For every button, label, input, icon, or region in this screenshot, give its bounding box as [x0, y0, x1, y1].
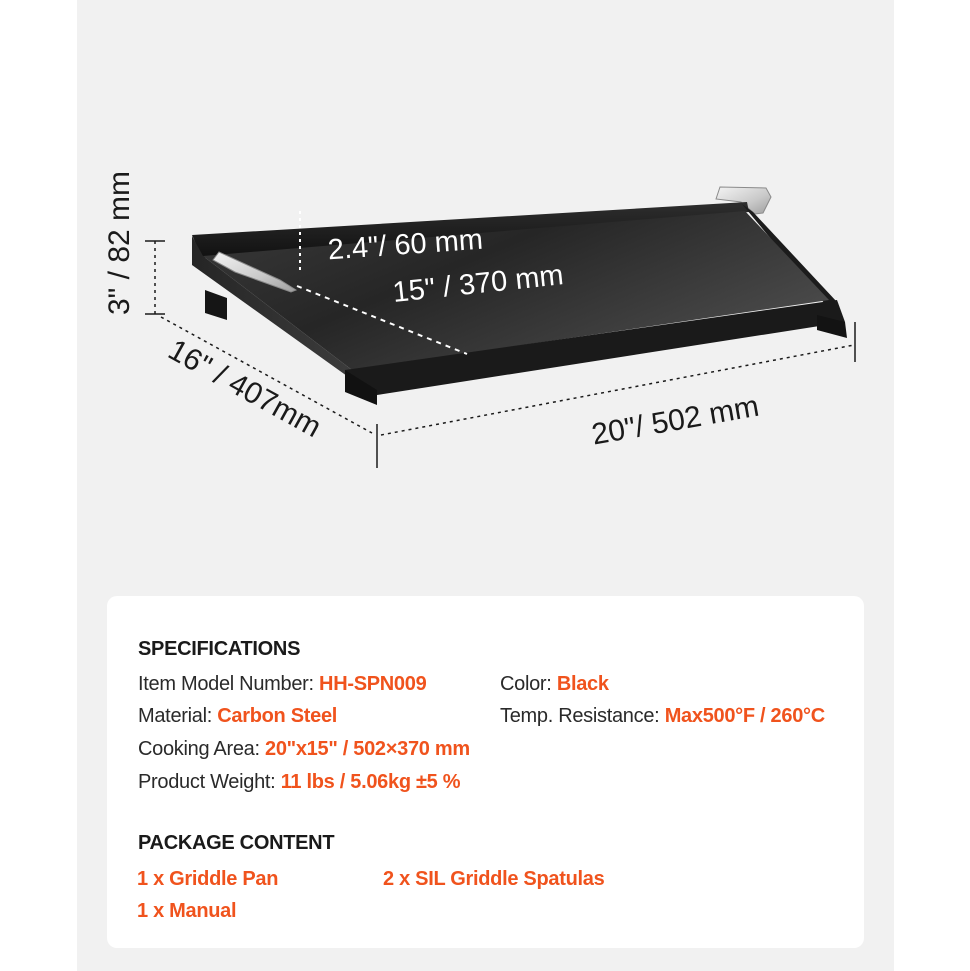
spec-product-weight: Product Weight: 11 lbs / 5.06kg ±5 % [138, 771, 461, 794]
depth-dimension-label: 16" / 407mm [163, 333, 327, 444]
width-dimension-label: 20"/ 502 mm [589, 390, 761, 452]
right-wall [742, 204, 837, 304]
package-content-heading: PACKAGE CONTENT [138, 832, 335, 854]
spec-label: Item Model Number: [138, 673, 314, 695]
spec-value: Black [556, 673, 609, 695]
height-dimension-label: 3" / 82 mm [103, 171, 136, 315]
package-item-manual: 1 x Manual [137, 900, 237, 922]
spec-label: Product Weight: [138, 771, 276, 793]
cooking-surface [203, 211, 829, 370]
spec-label: Temp. Resistance: [500, 705, 660, 727]
spec-value: HH-SPN009 [319, 673, 427, 695]
spec-value: 20"x15" / 502×370 mm [265, 738, 470, 760]
package-item-griddle-pan: 1 x Griddle Pan [137, 868, 279, 890]
left-wall [192, 236, 352, 376]
package-item-spatulas: 2 x SIL Griddle Spatulas [383, 868, 605, 890]
spec-color: Color: Black [500, 673, 609, 696]
spec-value: Carbon Steel [217, 705, 338, 727]
spec-value: 11 lbs / 5.06kg ±5 % [280, 771, 461, 793]
front-leg [345, 370, 377, 405]
left-handle [212, 251, 298, 293]
spec-temp-resistance: Temp. Resistance: Max500°F / 260°C [500, 705, 825, 728]
front-lip [345, 300, 845, 395]
specification-card: SPECIFICATIONS Item Model Number: HH-SPN… [107, 596, 864, 948]
spec-cooking-area: Cooking Area: 20"x15" / 502×370 mm [138, 738, 470, 761]
back-leg [205, 290, 227, 320]
specifications-heading: SPECIFICATIONS [138, 638, 301, 660]
spec-label: Material: [138, 705, 212, 727]
griddle-dimension-diagram: 3" / 82 mm 16" / 407mm 20"/ 502 mm 15" /… [103, 171, 856, 468]
spec-label: Color: [500, 673, 552, 695]
spec-value: Max500°F / 260°C [664, 705, 825, 727]
spec-material: Material: Carbon Steel [138, 705, 337, 728]
back-wall [192, 202, 749, 258]
spec-model-number: Item Model Number: HH-SPN009 [138, 673, 427, 696]
right-leg [817, 315, 847, 338]
spec-label: Cooking Area: [138, 738, 260, 760]
